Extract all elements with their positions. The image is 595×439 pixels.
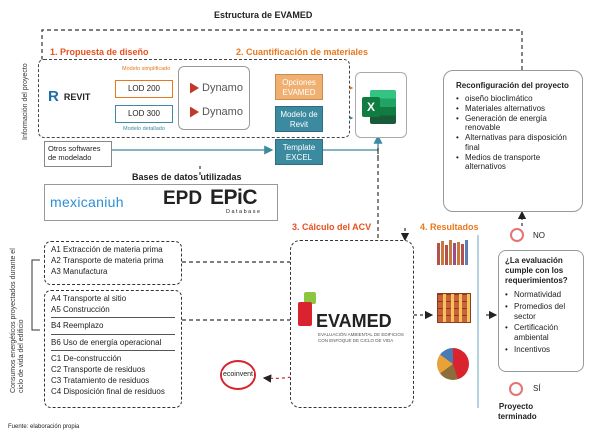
revit-logo: R REVIT xyxy=(48,88,90,105)
reconfig-title: Reconfiguración del proyecto xyxy=(456,81,569,90)
reconfig-list: oiseño bioclimático Materiales alternati… xyxy=(456,94,574,172)
lod300-note: Modelo detallado xyxy=(123,126,165,132)
criteria-list: Normatividad Promedios del sector Certif… xyxy=(505,290,579,355)
ecoinvent-icon xyxy=(220,360,256,390)
source-note: Fuente: elaboración propia xyxy=(8,424,80,430)
mexicaniuh-logo: mexicaniuh xyxy=(50,194,124,210)
stage-item: B4 Reemplazo xyxy=(51,317,175,333)
stage-item: A4 Transporte al sitio xyxy=(51,294,127,303)
dynamo-label: Dynamo xyxy=(202,82,243,94)
lod200-note: Modelo simplificado xyxy=(122,66,171,72)
stage-item: C3 Tratamiento de residuos xyxy=(51,376,150,386)
stage-item: C4 Disposición final de residuos xyxy=(51,387,165,397)
stage1-title: 1. Propuesta de diseño xyxy=(50,47,149,57)
otros-line2: de modelado xyxy=(48,153,92,163)
stage3-title: 3. Cálculo del ACV xyxy=(292,222,372,232)
decision-panel: ¿La evaluación cumple con los requerimie… xyxy=(498,250,584,372)
ecoinvent-label: ecoinvent xyxy=(222,371,254,378)
yes-icon xyxy=(509,382,523,396)
dynamo-1: Dynamo xyxy=(190,82,243,94)
reconfig-panel: Reconfiguración del proyecto oiseño bioc… xyxy=(443,70,583,212)
evamed-wordmark: EVAMED xyxy=(316,311,392,331)
stage-item: B6 Uso de energía operacional xyxy=(51,333,175,350)
stage2-title: 2. Cuantificación de materiales xyxy=(236,47,369,57)
modelo-line2: Revit xyxy=(289,119,309,129)
dynamo-frame xyxy=(178,66,250,130)
no-label: NO xyxy=(533,231,545,240)
stage-item: C1 De-construcción xyxy=(51,349,175,364)
criteria-item: Promedios del sector xyxy=(505,302,579,322)
final-line1: Proyecto xyxy=(498,402,534,411)
diagram-title: Estructura de EVAMED xyxy=(214,10,313,20)
epic-logo: EPiC xyxy=(210,186,258,209)
decision-question: ¿La evaluación cumple con los requerimie… xyxy=(505,256,568,285)
otros-software-box: Otros softwares de modelado xyxy=(44,141,112,167)
no-icon xyxy=(510,228,524,242)
reconfig-item: Medios de transporte alternativos xyxy=(456,153,574,173)
final-line2: terminado xyxy=(498,412,537,421)
final-label: Proyecto terminado xyxy=(498,402,537,422)
side-label-info: Información del proyecto xyxy=(22,63,29,140)
reconfig-item: Generación de energía renovable xyxy=(456,114,574,134)
side-label-consumption: Consumos energéticos proyectados durante… xyxy=(10,248,26,393)
criteria-item: Incentivos xyxy=(505,345,579,355)
modelo-revit-box: Modelo de Revit xyxy=(275,106,323,132)
stage-item: A5 Construcción xyxy=(51,305,110,315)
criteria-item: Normatividad xyxy=(505,290,579,300)
evamed-sub1: EVALUACIÓN AMBIENTAL DE EDIFICIOS xyxy=(318,332,404,337)
epic-sub: Database xyxy=(226,209,262,215)
template-line1: Template xyxy=(282,143,316,152)
epd-logo: EPD xyxy=(163,188,203,209)
opciones-line2: EVAMED xyxy=(282,87,316,97)
criteria-item: Certificación ambiental xyxy=(505,323,579,343)
bar-chart-icon xyxy=(437,240,468,265)
dynamo-2: Dynamo xyxy=(190,106,243,118)
pie-chart-icon xyxy=(437,348,469,380)
stage4-title: 4. Resultados xyxy=(420,222,479,232)
databases-frame xyxy=(44,184,278,221)
stage-item: A3 Manufactura xyxy=(51,266,108,276)
yes-label: SÍ xyxy=(533,384,541,393)
stage-item: A2 Transporte de materia prima xyxy=(51,255,164,265)
stages-a-box: A1 Extracción de materia prima A2 Transp… xyxy=(44,241,182,285)
dynamo-icon xyxy=(190,82,199,94)
evamed-sub2: CON ENFOQUE DE CICLO DE VIDA xyxy=(318,338,394,343)
reconfig-item: Materiales alternativos xyxy=(456,104,574,114)
building-icon xyxy=(437,293,471,323)
reconfig-item: Alternativas para disposición final xyxy=(456,133,574,153)
revit-label: REVIT xyxy=(63,91,91,102)
opciones-evamed-box: Opciones EVAMED xyxy=(275,74,323,100)
excel-icon: X xyxy=(362,90,396,124)
modelo-line1: Modelo de xyxy=(280,110,318,119)
lod200-box: LOD 200 xyxy=(115,80,173,98)
stage-item: C2 Transporte de residuos xyxy=(51,364,146,374)
template-excel-box: Template EXCEL xyxy=(275,139,323,165)
evamed-logo-icon xyxy=(298,292,316,326)
dynamo-icon xyxy=(190,106,199,118)
revit-icon: R xyxy=(48,88,59,105)
lod300-box: LOD 300 xyxy=(115,105,173,123)
template-line2: EXCEL xyxy=(285,152,313,162)
stages-bc-box: A4 Transporte al sitio A5 Construcción B… xyxy=(44,290,182,408)
otros-line1: Otros softwares xyxy=(48,144,101,153)
databases-title: Bases de datos utilizadas xyxy=(132,172,242,182)
dynamo-label: Dynamo xyxy=(202,106,243,118)
stage-item: A1 Extracción de materia prima xyxy=(51,245,163,254)
reconfig-item: oiseño bioclimático xyxy=(456,94,574,104)
opciones-line1: Opciones xyxy=(282,78,316,87)
